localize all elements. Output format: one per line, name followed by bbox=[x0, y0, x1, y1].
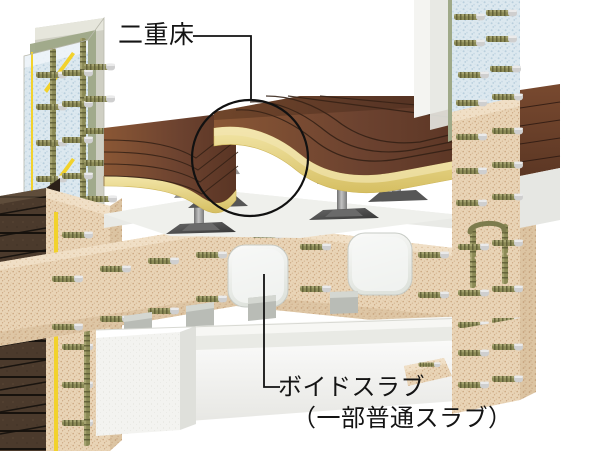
slab-support-block bbox=[124, 291, 358, 340]
label-void-slab-note: （一部普通スラブ） bbox=[292, 405, 513, 432]
void-slab bbox=[0, 222, 470, 346]
label-void-slab: ボイドスラブ bbox=[278, 374, 425, 401]
slab-fragment bbox=[404, 358, 452, 386]
wood-floor-panel-right bbox=[213, 95, 471, 194]
right-cutaway-wall bbox=[414, 0, 561, 414]
double-floor-assembly bbox=[103, 95, 471, 238]
detail-circle bbox=[190, 98, 310, 218]
double-floor-leader bbox=[193, 35, 252, 100]
right-wall-rebar bbox=[456, 93, 523, 329]
lower-slab-beam bbox=[95, 316, 471, 436]
wood-floor-panel-left bbox=[103, 112, 239, 214]
slab-void-cavity bbox=[227, 232, 413, 308]
label-double-floor: 二重床 bbox=[118, 21, 195, 49]
void-slab-leader bbox=[263, 274, 280, 388]
annotation-layer bbox=[190, 35, 310, 388]
